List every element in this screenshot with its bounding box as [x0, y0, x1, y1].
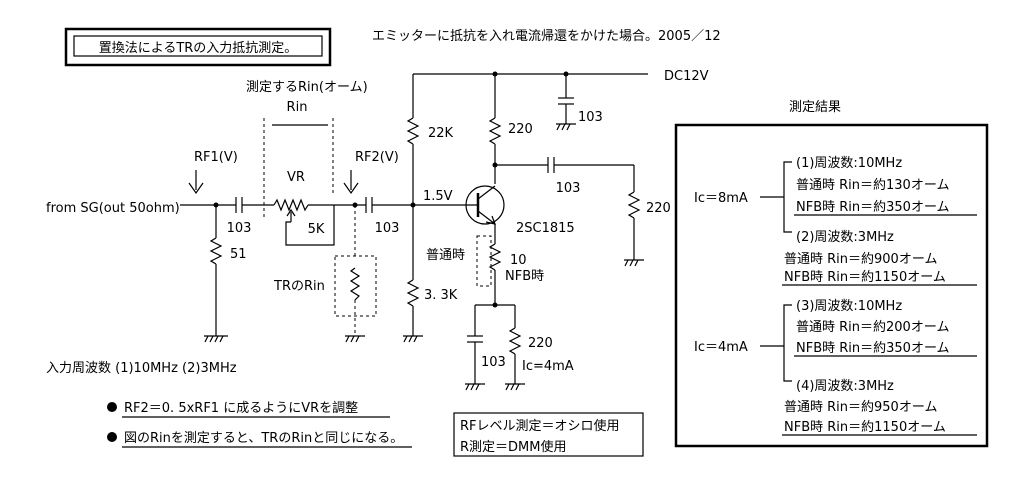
ic-4ma-label: Ic＝4mA — [694, 340, 748, 355]
ground-symbol — [505, 383, 525, 391]
normal-bypass-dashed — [476, 235, 492, 287]
cdc-label: 103 — [578, 110, 603, 125]
measure-method-1: RFレベル測定＝オシロ使用 — [460, 418, 620, 434]
vr-label: VR — [287, 170, 305, 185]
rload-resistor — [627, 191, 641, 219]
ic-8ma-label: Ic＝8mA — [694, 191, 748, 206]
input-frequency-text: 入力周波数 (1)10MHz (2)3MHz — [46, 361, 237, 376]
rin-heading: 測定するRin(オーム) — [246, 80, 368, 95]
case3-nfb: NFB時 Rin＝約350オーム — [796, 341, 950, 356]
normal-mode-label: 普通時 — [426, 248, 465, 263]
ground-symbol — [345, 335, 365, 343]
c2-label: 103 — [375, 221, 400, 236]
results-heading: 測定結果 — [789, 100, 841, 115]
rf1-probe-arrow — [188, 170, 204, 195]
rc-label: 220 — [508, 122, 533, 137]
r33k-label: 3. 3K — [424, 288, 458, 303]
vr-wiper — [286, 208, 296, 222]
subtitle-text: エミッターに抵抗を入れ電流帰還をかけた場合。2005／12 — [372, 28, 721, 44]
group1-bracket — [783, 161, 792, 233]
base-voltage-label: 1.5V — [423, 189, 453, 204]
r51-label: 51 — [230, 247, 247, 262]
ground-symbol — [624, 259, 644, 267]
re220-resistor — [508, 327, 522, 355]
case3-freq: (3)周波数:10MHz — [796, 299, 902, 314]
vr-wiper-wire — [285, 205, 335, 246]
r22k-resistor — [406, 117, 420, 145]
r33k-resistor — [406, 279, 420, 307]
bullet-icon — [107, 432, 117, 442]
re10-resistor — [488, 243, 502, 271]
title-inner-box — [73, 35, 323, 57]
results-box — [674, 123, 989, 448]
re220-label: 220 — [528, 336, 553, 351]
case2-nfb: NFB時 Rin＝約1150オーム — [784, 270, 946, 285]
case4-normal: 普通時 Rin＝約950オーム — [784, 400, 937, 415]
transistor-label: 2SC1815 — [516, 221, 575, 236]
title-box — [64, 27, 332, 67]
vr-value-label: 5K — [308, 222, 325, 237]
rload-label: 220 — [646, 201, 671, 216]
source-label: from SG(out 50ohm) — [46, 201, 180, 216]
case2-freq: (2)周波数:3MHz — [796, 230, 894, 245]
r51-resistor — [209, 237, 223, 265]
rin-label: Rin — [287, 100, 308, 115]
cout-label: 103 — [556, 181, 581, 196]
tr-rin-label: TRのRin — [273, 279, 325, 294]
dc-supply-label: DC12V — [664, 69, 709, 84]
note-2: 図のRinを測定すると、TRのRinと同じになる。 — [124, 431, 403, 446]
note-1: RF2＝0. 5xRF1 に成るようにVRを調整 — [124, 401, 358, 416]
nfb-mode-label: NFB時 — [505, 269, 544, 284]
vr-resistor — [273, 198, 309, 212]
re10-label: 10 — [510, 253, 527, 268]
rf1-label: RF1(V) — [194, 150, 238, 165]
rf2-label: RF2(V) — [355, 150, 399, 165]
tr-rin-box — [334, 255, 377, 317]
c1-label: 103 — [227, 221, 252, 236]
case2-normal: 普通時 Rin＝約900オーム — [784, 252, 937, 267]
case3-normal: 普通時 Rin＝約200オーム — [796, 320, 949, 335]
r22k-label: 22K — [428, 126, 454, 141]
transistor-2sc1815 — [465, 185, 505, 225]
rc-resistor — [488, 117, 502, 145]
ground-symbol — [204, 335, 228, 343]
case1-freq: (1)周波数:10MHz — [796, 156, 902, 171]
ic-note: Ic=4mA — [522, 359, 574, 374]
ground-symbol — [403, 335, 423, 343]
tr-rin-resistor — [349, 267, 361, 301]
ce-label: 103 — [481, 355, 506, 370]
group2-bracket — [783, 304, 792, 382]
case1-normal: 普通時 Rin＝約130オーム — [796, 178, 949, 193]
rf2-probe-arrow — [343, 170, 359, 195]
ground-symbol — [465, 383, 485, 391]
measure-method-2: R測定＝DMM使用 — [460, 439, 566, 455]
case4-freq: (4)周波数:3MHz — [796, 379, 894, 394]
title-text: 置換法によるTRの入力抵抗測定。 — [99, 41, 298, 56]
bullet-icon — [107, 402, 117, 412]
measure-method-box — [453, 412, 644, 457]
ground-symbol — [556, 123, 576, 131]
case1-nfb: NFB時 Rin＝約350オーム — [796, 200, 950, 215]
case4-nfb: NFB時 Rin＝約1150オーム — [784, 420, 946, 435]
